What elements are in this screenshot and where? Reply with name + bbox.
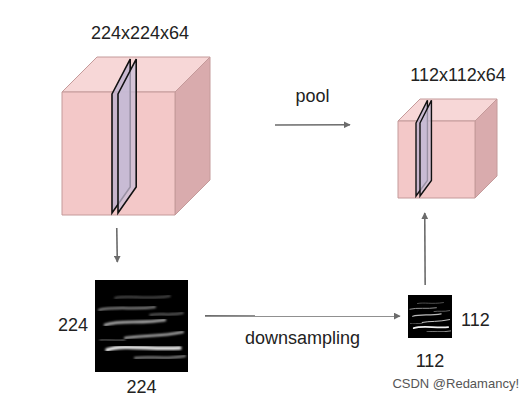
activation-streak [410, 323, 422, 325]
watermark: CSDN @Redamancy! [392, 376, 519, 392]
edge-label: pool [296, 86, 330, 106]
activation-streak [434, 310, 450, 312]
activation-streak [150, 313, 183, 315]
feature-map-shape [95, 280, 188, 372]
dimension-label: 224 [95, 377, 188, 397]
activation-map [408, 295, 452, 338]
cube-side-face [175, 57, 210, 215]
input-volume: 224x224x64 [62, 57, 210, 215]
edge-label: downsampling [245, 328, 360, 348]
input-volume-shape [62, 57, 210, 215]
activation-streak [414, 327, 449, 328]
activation-streak [100, 339, 125, 340]
pooled-volume-shape [398, 99, 497, 198]
activation-streak [417, 302, 443, 304]
downsampled-map-shape [408, 295, 452, 338]
dimension-label: 112 [461, 310, 511, 330]
activation-streak [115, 296, 170, 298]
flow-arrow [116, 228, 118, 262]
volume-size: 112x112x64 [396, 65, 520, 85]
downsampled-map: 112112 [408, 295, 452, 338]
feature-slice [118, 59, 136, 213]
activation-streak [410, 308, 436, 309]
cube-side-face [475, 99, 497, 198]
activation-streak [427, 330, 451, 332]
activation-streak [135, 356, 185, 358]
activation-map [95, 280, 188, 372]
activation-streak [422, 320, 449, 323]
activation-streak [413, 314, 441, 316]
pool-arrow [275, 124, 350, 126]
cube-front-face [398, 121, 475, 198]
dimension-label: 112 [398, 351, 462, 371]
dimension-label: 224 [33, 315, 88, 335]
feature-slice [420, 100, 431, 196]
label-area: CSDN @Redamancy! [392, 376, 519, 392]
activation-streak [107, 347, 180, 350]
activation-streak [105, 320, 165, 325]
pooled-volume: 112x112x64 [398, 99, 497, 198]
activation-streak [125, 332, 183, 338]
volume-size: 224x224x64 [60, 23, 220, 43]
downsampling-arrow [205, 315, 400, 317]
feature-map: 224224 [95, 280, 188, 372]
flow-arrow [424, 213, 426, 285]
activation-streak [99, 307, 155, 310]
